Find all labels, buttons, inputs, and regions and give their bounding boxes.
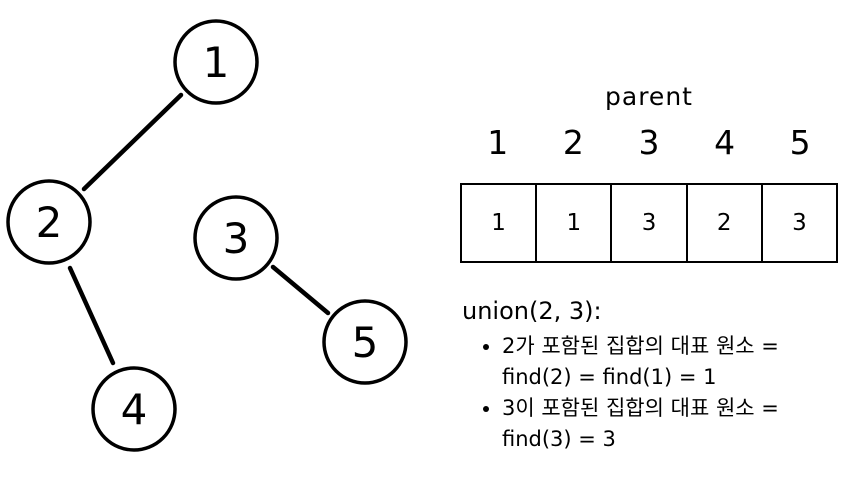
- array-index: 3: [638, 123, 660, 162]
- array-cell: 1: [462, 185, 538, 261]
- tree-node-1: 1: [173, 19, 259, 105]
- parent-array-table: 1 1 3 2 3: [460, 183, 838, 263]
- array-cell: 1: [537, 185, 613, 261]
- tree-node-label: 1: [203, 38, 230, 87]
- tree-node-label: 4: [121, 385, 148, 434]
- node-circle: [6, 179, 92, 265]
- tree-node-label: 5: [352, 318, 379, 367]
- tree-edge-3-5: [270, 264, 331, 316]
- array-cell: 3: [792, 210, 807, 236]
- union-step-line2: find(3) = 3: [502, 427, 616, 451]
- union-step-line1: 3이 포함된 집합의 대표 원소 =: [502, 396, 779, 420]
- union-steps-list: 2가 포함된 집합의 대표 원소 = find(2) = find(1) = 1…: [462, 331, 822, 455]
- array-index: 2: [562, 123, 584, 162]
- parent-array-index-row: 1 2 3 4 5: [460, 124, 838, 162]
- array-index: 1: [487, 123, 509, 162]
- union-step-item: 2가 포함된 집합의 대표 원소 = find(2) = find(1) = 1: [502, 331, 822, 393]
- tree-edge-1-2: [81, 92, 184, 192]
- node-circle: [322, 299, 408, 385]
- tree-node-3: 3: [193, 195, 279, 281]
- node-circle: [91, 366, 177, 452]
- tree-node-label: 3: [223, 214, 250, 263]
- node-circle: [193, 195, 279, 281]
- node-circle: [173, 19, 259, 105]
- union-step-line2: find(2) = find(1) = 1: [502, 365, 717, 389]
- union-explanation: union(2, 3): 2가 포함된 집합의 대표 원소 = find(2) …: [462, 296, 822, 455]
- tree-node-2: 2: [6, 179, 92, 265]
- array-index: 4: [714, 123, 736, 162]
- array-cell: 3: [612, 185, 688, 261]
- tree-node-4: 4: [91, 366, 177, 452]
- union-step-line1: 2가 포함된 집합의 대표 원소 =: [502, 334, 779, 358]
- array-index: 5: [789, 123, 811, 162]
- tree-node-5: 5: [322, 299, 408, 385]
- disjoint-set-tree: 1 2 3 4 5: [6, 19, 408, 452]
- array-cell: 2: [688, 185, 763, 261]
- tree-edge-2-4: [67, 265, 116, 366]
- tree-node-label: 2: [36, 198, 63, 247]
- union-call-heading: union(2, 3):: [462, 297, 602, 325]
- parent-array-title: parent: [605, 82, 693, 111]
- union-step-item: 3이 포함된 집합의 대표 원소 = find(3) = 3: [502, 393, 822, 455]
